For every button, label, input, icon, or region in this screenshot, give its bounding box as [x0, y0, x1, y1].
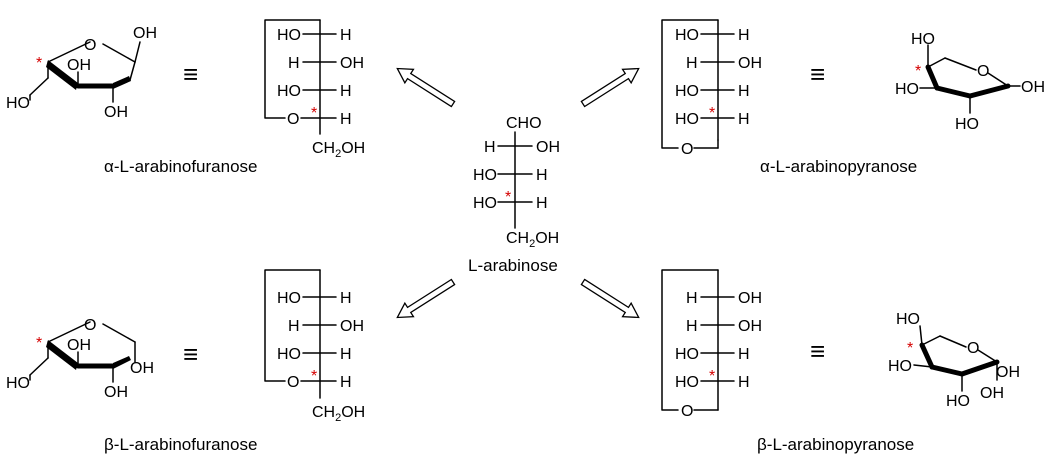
stereocenter-star: * — [915, 63, 921, 80]
beta-pyranose-fischer: H OH H OH HO H HO H * O — [661, 269, 762, 420]
beta-pyranose-chair: HO O HO HO OH OH * — [888, 311, 1020, 410]
stereocenter-star: * — [36, 335, 42, 352]
fischer-c2-oh: OH — [340, 318, 364, 335]
c3-oh-label: OH — [67, 57, 91, 74]
pyranose-c4-ho: HO — [911, 31, 935, 48]
fischer-c1-h: H — [340, 290, 352, 307]
fischer-c4-h: H — [738, 374, 750, 391]
arrow-to-beta-pyranose — [580, 278, 640, 319]
pyranose-ring-o: O — [967, 340, 979, 357]
pyranose-c1-oh: OH — [1021, 79, 1045, 96]
fischer-c2-h: H — [686, 55, 698, 72]
fischer-c1-h: H — [738, 27, 750, 44]
open-chain-c2-oh: OH — [536, 139, 560, 156]
pyranose-c2-ho: HO — [955, 116, 979, 133]
pyranose-c4-ho: HO — [896, 311, 920, 328]
equiv-sign-beta-pyranose: ≡ — [810, 336, 825, 366]
fischer-c2-oh: OH — [738, 318, 762, 335]
arrow-to-alpha-furanose — [396, 67, 456, 108]
l-arabinose-fischer: CHO H OH HO H HO H * CH2OH — [473, 115, 560, 250]
open-chain-c2-h: H — [484, 139, 496, 156]
open-chain-c4-ho: HO — [473, 195, 497, 212]
equiv-sign-alpha-furanose: ≡ — [183, 59, 198, 89]
pyranose-c3-ho: HO — [895, 81, 919, 98]
open-chain-c4-h: H — [536, 195, 548, 212]
alpha-pyranose-chair: HO O HO HO OH * — [895, 31, 1045, 133]
equiv-sign-beta-furanose: ≡ — [183, 339, 198, 369]
pyranose-c2-ho: HO — [946, 393, 970, 410]
beta-furanose-name: β-L-arabinofuranose — [104, 435, 257, 454]
alpha-furanose-haworth: O OH OH OH HO * — [6, 25, 157, 121]
l-arabinose-name: L-arabinose — [468, 256, 558, 275]
fischer-c1-h: H — [686, 290, 698, 307]
stereocenter-star: * — [36, 55, 42, 72]
fischer-c1-ho: HO — [277, 27, 301, 44]
fischer-c1-ho: HO — [277, 290, 301, 307]
alpha-pyranose-fischer: HO H H OH HO H HO H * O — [661, 19, 762, 158]
open-chain-ch2oh: CH2OH — [506, 230, 559, 250]
alpha-furanose-fischer: HO H H OH HO H O H * CH2OH — [264, 19, 365, 160]
fischer-c3-h: H — [738, 346, 750, 363]
fischer-c2-h: H — [686, 318, 698, 335]
fischer-c1-h: H — [340, 27, 352, 44]
fischer-c1-oh: OH — [738, 290, 762, 307]
arrow-to-beta-furanose — [396, 278, 456, 319]
fischer-c2-oh: OH — [738, 55, 762, 72]
alpha-furanose-name: α-L-arabinofuranose — [104, 157, 257, 176]
fischer-c3-ho: HO — [675, 83, 699, 100]
pyranose-ring-o: O — [977, 63, 989, 80]
fischer-ring-o: O — [681, 403, 693, 420]
arrow-to-alpha-pyranose — [580, 67, 640, 108]
stereocenter-star: * — [709, 368, 715, 385]
c3-oh-label: OH — [67, 337, 91, 354]
fischer-c4-ho: HO — [675, 111, 699, 128]
fischer-ch2oh: CH2OH — [312, 404, 365, 424]
stereocenter-star: * — [311, 105, 317, 122]
open-chain-c3-h: H — [536, 167, 548, 184]
pyranose-c1-oh: OH — [980, 385, 1004, 402]
c2-oh-label: OH — [104, 104, 128, 121]
fischer-ring-o: O — [287, 374, 299, 391]
pyranose-c1-oh-top: OH — [996, 364, 1020, 381]
fischer-c2-h: H — [288, 55, 300, 72]
stereocenter-star: * — [311, 368, 317, 385]
c2-oh-label: OH — [104, 384, 128, 401]
equiv-sign-alpha-pyranose: ≡ — [810, 59, 825, 89]
stereocenter-star: * — [709, 105, 715, 122]
ring-oxygen-label: O — [84, 317, 96, 334]
c5-ho-label: HO — [6, 375, 30, 392]
fischer-ring-o: O — [681, 141, 693, 158]
fischer-c1-ho: HO — [675, 27, 699, 44]
open-chain-cho: CHO — [506, 115, 542, 132]
fischer-c2-h: H — [288, 318, 300, 335]
fischer-c2-oh: OH — [340, 55, 364, 72]
fischer-c3-ho: HO — [675, 346, 699, 363]
fischer-c3-h: H — [340, 83, 352, 100]
fischer-ring-o: O — [287, 111, 299, 128]
fischer-c4-h: H — [340, 374, 352, 391]
beta-furanose-haworth: O OH OH OH HO * — [6, 317, 154, 401]
fischer-c4-ho: HO — [675, 374, 699, 391]
beta-furanose-fischer: HO H H OH HO H O H * CH2OH — [264, 269, 365, 424]
c1-oh-label: OH — [130, 360, 154, 377]
fischer-c3-ho: HO — [277, 83, 301, 100]
pyranose-c3-ho: HO — [888, 358, 912, 375]
fischer-c3-h: H — [340, 346, 352, 363]
fischer-c3-h: H — [738, 83, 750, 100]
ring-oxygen-label: O — [84, 37, 96, 54]
c1-oh-label: OH — [133, 25, 157, 42]
fischer-c4-h: H — [340, 111, 352, 128]
c5-ho-label: HO — [6, 95, 30, 112]
alpha-pyranose-name: α-L-arabinopyranose — [760, 157, 917, 176]
stereocenter-star: * — [907, 340, 913, 357]
fischer-ch2oh: CH2OH — [312, 140, 365, 160]
open-chain-c3-ho: HO — [473, 167, 497, 184]
stereocenter-star: * — [505, 189, 511, 206]
beta-pyranose-name: β-L-arabinopyranose — [757, 435, 914, 454]
fischer-c3-ho: HO — [277, 346, 301, 363]
fischer-c4-h: H — [738, 111, 750, 128]
